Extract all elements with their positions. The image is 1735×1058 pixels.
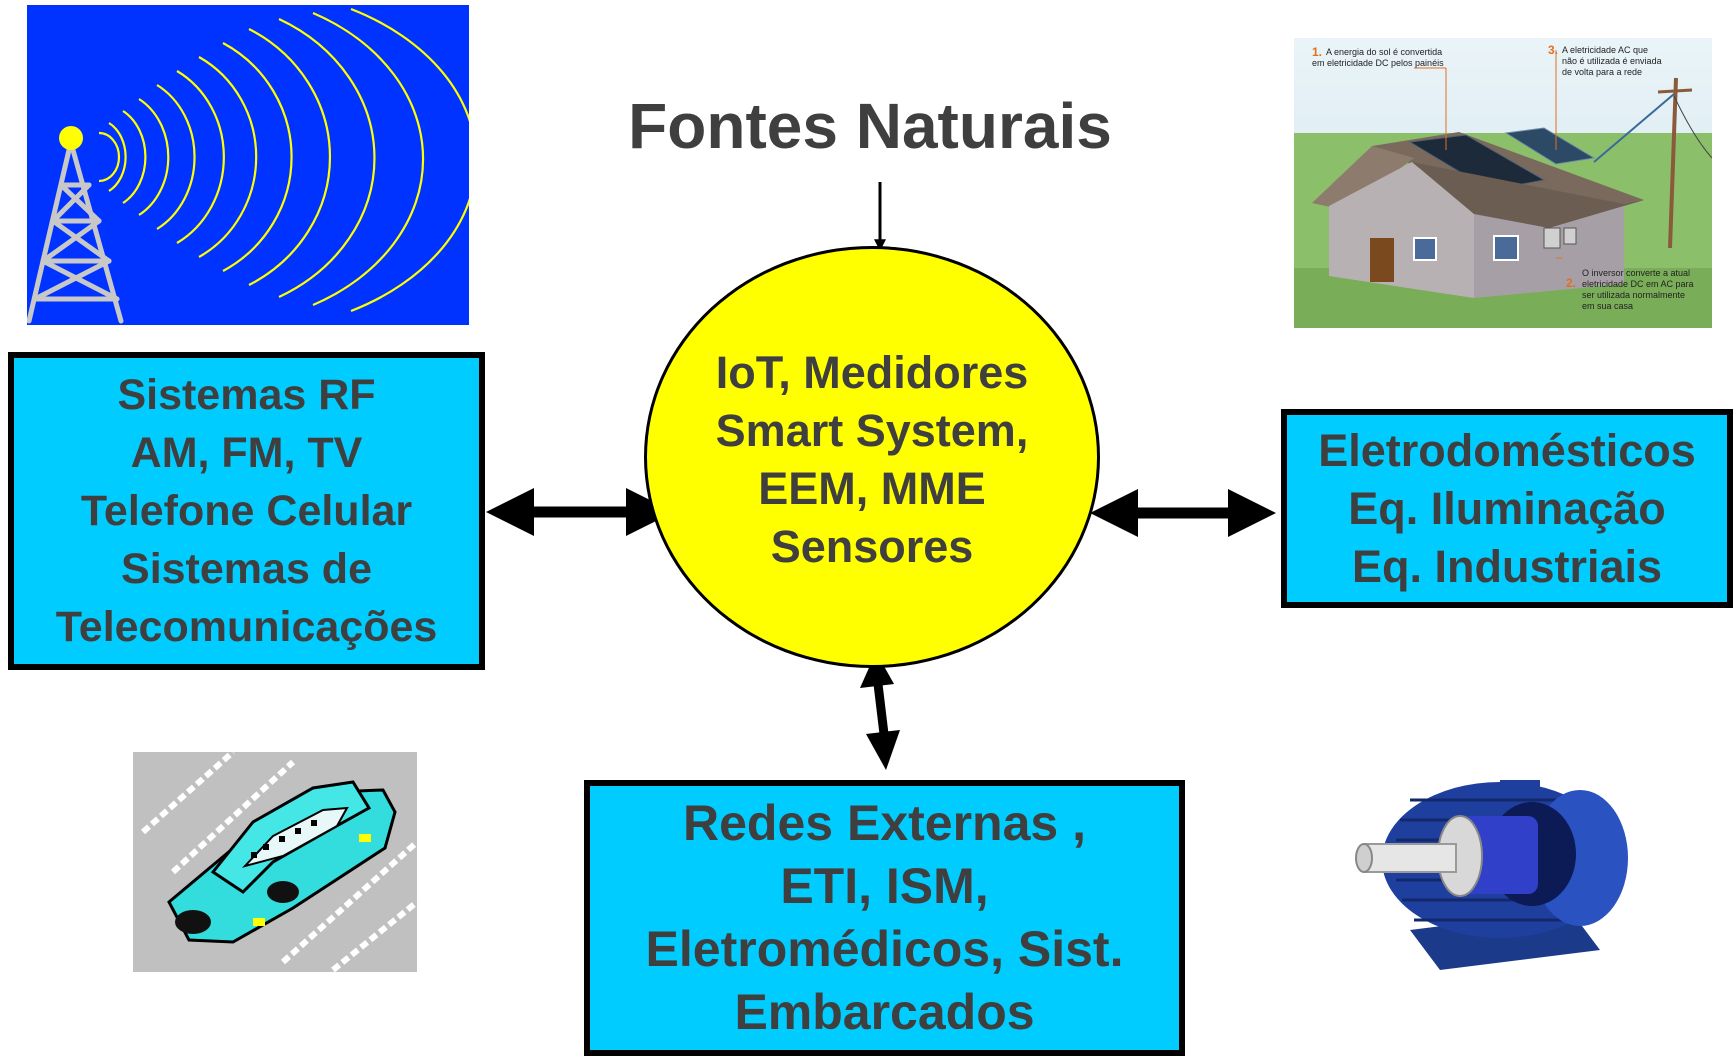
rf-box-line: Sistemas de xyxy=(121,545,372,593)
solar-note-2-line: em sua casa xyxy=(1582,301,1633,311)
networks-box-line: Embarcados xyxy=(734,984,1035,1040)
rf-systems-box: Sistemas RF AM, FM, TV Telefone Celular … xyxy=(8,352,485,670)
solar-house-icon: 1. A energia do sol é convertida em elet… xyxy=(1294,38,1712,328)
appliances-box: Eletrodomésticos Eq. Iluminação Eq. Indu… xyxy=(1281,409,1733,608)
networks-box-line: Redes Externas , xyxy=(683,795,1086,851)
networks-box-line: ETI, ISM, xyxy=(780,858,989,914)
rf-box-line: Telecomunicações xyxy=(55,603,438,651)
diagram-title: Fontes Naturais xyxy=(628,90,1112,162)
solar-note-3-number: 3. xyxy=(1548,43,1558,57)
hub-line: Sensores xyxy=(770,521,974,572)
solar-note-2-number: 2. xyxy=(1566,276,1576,290)
solar-note-2-line: eletricidade DC em AC para xyxy=(1582,279,1694,289)
solar-note-3-line: A eletricidade AC que xyxy=(1562,45,1648,55)
hub-line: EEM, MME xyxy=(758,463,986,514)
hub-line: IoT, Medidores xyxy=(715,347,1029,398)
hub-line: Smart System, xyxy=(715,405,1029,456)
solar-note-1-line: em eletricidade DC pelos painéis xyxy=(1312,58,1444,68)
solar-note-1-line: A energia do sol é convertida xyxy=(1326,47,1442,57)
right-double-arrow xyxy=(1090,489,1276,537)
solar-note-2-line: ser utilizada normalmente xyxy=(1582,290,1685,300)
appliances-box-line: Eletrodomésticos xyxy=(1318,424,1696,476)
central-hub-node: IoT, Medidores Smart System, EEM, MME Se… xyxy=(644,246,1100,668)
solar-note-3-line: não é utilizada é enviada xyxy=(1562,56,1662,66)
networks-box-line: Eletromédicos, Sist. xyxy=(645,921,1124,977)
external-networks-box: Redes Externas , ETI, ISM, Eletromédicos… xyxy=(584,780,1185,1056)
rf-box-line: Telefone Celular xyxy=(80,487,413,535)
radio-tower-icon xyxy=(27,5,469,325)
left-double-arrow xyxy=(486,488,674,536)
rf-box-line: Sistemas RF xyxy=(117,371,376,419)
solar-note-2-line: O inversor converte a atual xyxy=(1582,268,1690,278)
electric-motor-icon xyxy=(1350,760,1640,972)
solar-note-1-number: 1. xyxy=(1312,45,1322,59)
appliances-box-line: Eq. Industriais xyxy=(1351,540,1663,592)
appliances-box-line: Eq. Iluminação xyxy=(1348,482,1666,534)
rf-box-line: AM, FM, TV xyxy=(130,429,363,477)
car-icon xyxy=(133,752,417,972)
solar-note-3-line: de volta para a rede xyxy=(1562,67,1642,77)
bottom-double-arrow xyxy=(860,652,900,770)
